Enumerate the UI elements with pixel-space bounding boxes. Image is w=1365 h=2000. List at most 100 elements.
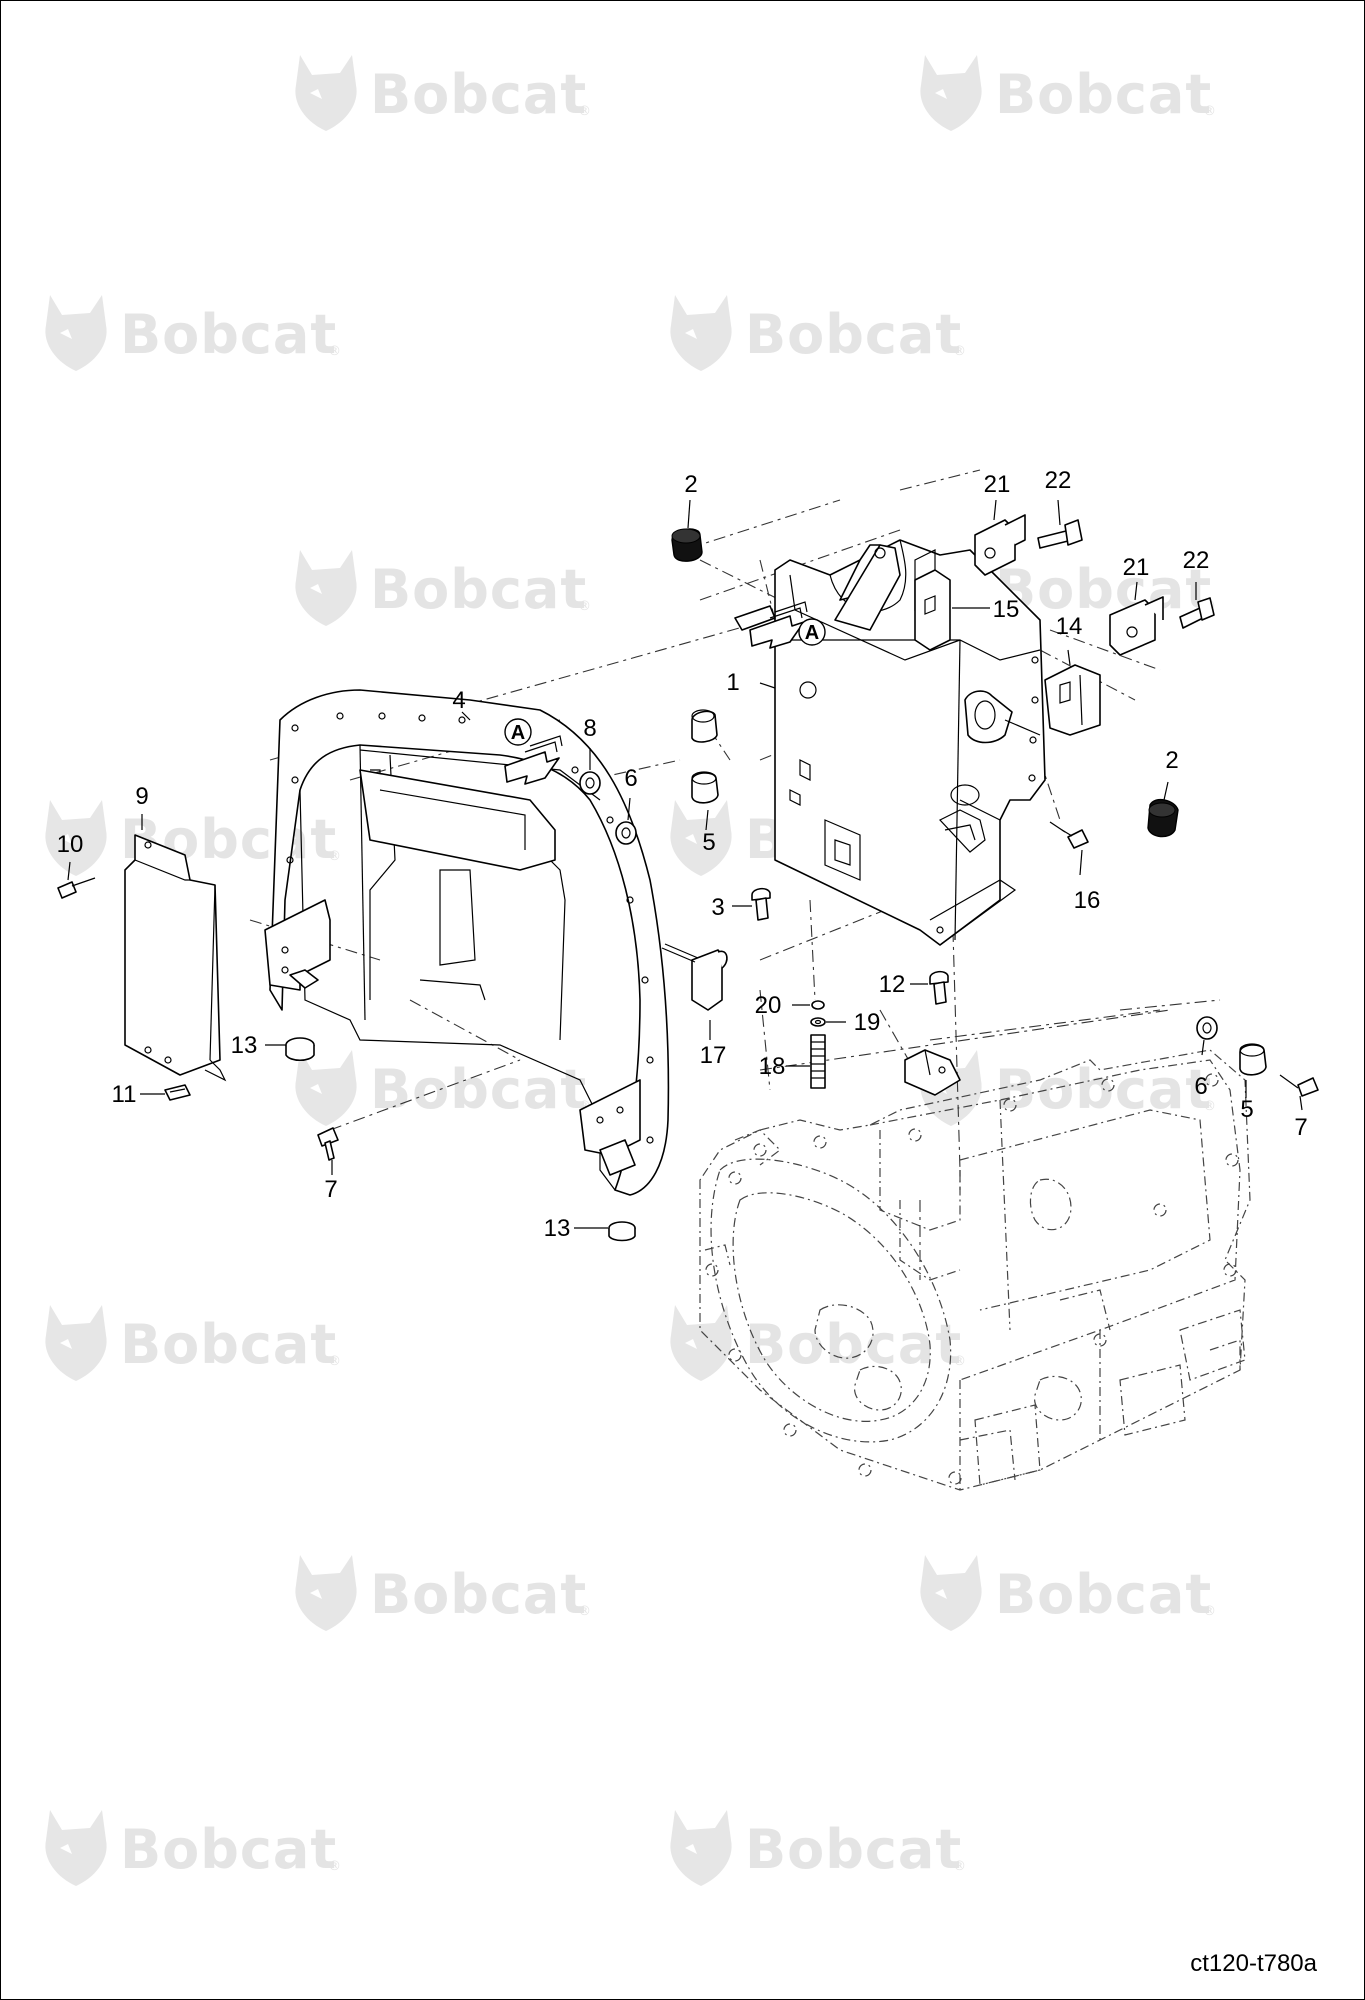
grommet-part-6-lower (1196, 1016, 1218, 1040)
watermark-registered-mark: ® (953, 344, 966, 359)
bobcat-logo-icon (295, 1555, 357, 1631)
callout-3: 3 (711, 894, 724, 921)
watermark-13: Bobcat® (920, 1555, 1216, 1631)
callout-18: 18 (759, 1053, 786, 1080)
bolt-part-16 (1049, 821, 1089, 849)
bolt-part-7-right (1279, 1074, 1319, 1097)
watermark-text: Bobcat (995, 63, 1212, 126)
callout-5-upper: 5 (702, 829, 715, 856)
callout-13-bottom: 13 (544, 1215, 571, 1242)
watermark-8: Bobcat® (295, 1050, 591, 1126)
callout-7-left: 7 (324, 1176, 337, 1203)
watermark-1: Bobcat® (920, 55, 1216, 131)
callout-19: 19 (854, 1009, 881, 1036)
watermark-text: Bobcat (120, 1313, 337, 1376)
view-arrow-a-lower: A (504, 718, 563, 785)
watermark-10: Bobcat® (45, 1305, 341, 1381)
small-bracket-near-housing (904, 1049, 961, 1096)
transmission-housing-ghost (699, 1049, 1251, 1491)
bobcat-logo-icon (45, 800, 107, 876)
bolt-part-7-left (317, 1127, 339, 1161)
bobcat-logo-icon (920, 1555, 982, 1631)
callout-22-right: 22 (1183, 547, 1210, 574)
stud-part-18 (810, 1034, 826, 1089)
leader-lines (67, 499, 1303, 1229)
watermark-registered-mark: ® (328, 344, 341, 359)
main-bracket-part-1 (691, 539, 1046, 946)
callout-13-left: 13 (231, 1032, 258, 1059)
callout-16: 16 (1074, 887, 1101, 914)
bobcat-logo-icon (295, 550, 357, 626)
bobcat-logo-icon (295, 55, 357, 131)
callout-9: 9 (135, 783, 148, 810)
callout-4: 4 (452, 687, 465, 714)
watermark-registered-mark: ® (953, 1354, 966, 1369)
figure-code: ct120-t780a (1190, 1950, 1317, 1977)
callout-5-lower: 5 (1240, 1096, 1253, 1123)
grommet-part-8 (579, 771, 601, 795)
callout-numbers: 2 21 22 21 22 15 14 1 2 4 8 6 9 10 5 16 … (57, 467, 1308, 1242)
callout-21-top: 21 (984, 471, 1011, 498)
rubber-mount-part-2-top (671, 528, 703, 562)
bracket-part-15 (914, 569, 951, 651)
watermark-2: Bobcat® (45, 295, 341, 371)
callout-14: 14 (1056, 613, 1083, 640)
watermark-registered-mark: ® (1203, 104, 1216, 119)
callout-21-right: 21 (1123, 554, 1150, 581)
bracket-part-17 (661, 943, 728, 1011)
bobcat-logo-icon (45, 1810, 107, 1886)
grommet-part-13-bottom (608, 1221, 636, 1242)
view-marker-a-upper: A (805, 622, 819, 644)
watermark-14: Bobcat® (45, 1810, 341, 1886)
watermark-text: Bobcat (370, 63, 587, 126)
bobcat-logo-icon (670, 295, 732, 371)
bobcat-logo-icon (295, 1050, 357, 1126)
spacer-part-5-upper (691, 771, 719, 804)
watermark-9: Bobcat® (920, 1050, 1216, 1126)
rubber-mount-part-2-right (1147, 798, 1179, 838)
callout-6-lower: 6 (1194, 1073, 1207, 1100)
callout-22-top: 22 (1045, 467, 1072, 494)
grommet-part-13-left (285, 1037, 315, 1062)
bobcat-logo-icon (920, 55, 982, 131)
watermark-3: Bobcat® (670, 295, 966, 371)
watermark-registered-mark: ® (1203, 1604, 1216, 1619)
watermark-text: Bobcat (745, 1818, 962, 1881)
washer-part-19 (810, 1017, 826, 1027)
bolt-part-3 (751, 887, 771, 921)
bobcat-logo-icon (670, 1810, 732, 1886)
watermark-15: Bobcat® (670, 1810, 966, 1886)
watermark-text: Bobcat (120, 303, 337, 366)
callout-2-right: 2 (1165, 747, 1178, 774)
callout-11: 11 (112, 1081, 137, 1108)
bobcat-logo-icon (45, 1305, 107, 1381)
callout-6-upper: 6 (624, 765, 637, 792)
callout-7-right: 7 (1294, 1114, 1307, 1141)
bobcat-logo-icon (45, 295, 107, 371)
watermark-layer: Bobcat®Bobcat®Bobcat®Bobcat®Bobcat®Bobca… (45, 55, 1216, 1886)
callout-10: 10 (57, 831, 84, 858)
watermark-text: Bobcat (995, 1563, 1212, 1626)
watermark-registered-mark: ® (328, 1859, 341, 1874)
watermark-registered-mark: ® (578, 1604, 591, 1619)
callout-17: 17 (700, 1042, 727, 1069)
bobcat-logo-icon (670, 800, 732, 876)
clamp-bracket-part-21-a (974, 514, 1083, 576)
callout-15: 15 (993, 596, 1020, 623)
watermark-4: Bobcat® (295, 550, 591, 626)
watermark-registered-mark: ® (328, 1354, 341, 1369)
watermark-12: Bobcat® (295, 1555, 591, 1631)
nut-part-20 (811, 1000, 825, 1010)
rear-panel-part-4 (264, 689, 670, 1196)
watermark-registered-mark: ® (578, 104, 591, 119)
callout-1: 1 (726, 669, 739, 696)
callout-2-top: 2 (684, 471, 697, 498)
spacer-part-5-lower (1239, 1043, 1267, 1076)
watermark-text: Bobcat (370, 1563, 587, 1626)
clip-part-11 (164, 1084, 191, 1101)
watermark-text: Bobcat (370, 558, 587, 621)
callout-12: 12 (879, 971, 906, 998)
watermark-text: Bobcat (370, 1058, 587, 1121)
watermark-text: Bobcat (120, 1818, 337, 1881)
